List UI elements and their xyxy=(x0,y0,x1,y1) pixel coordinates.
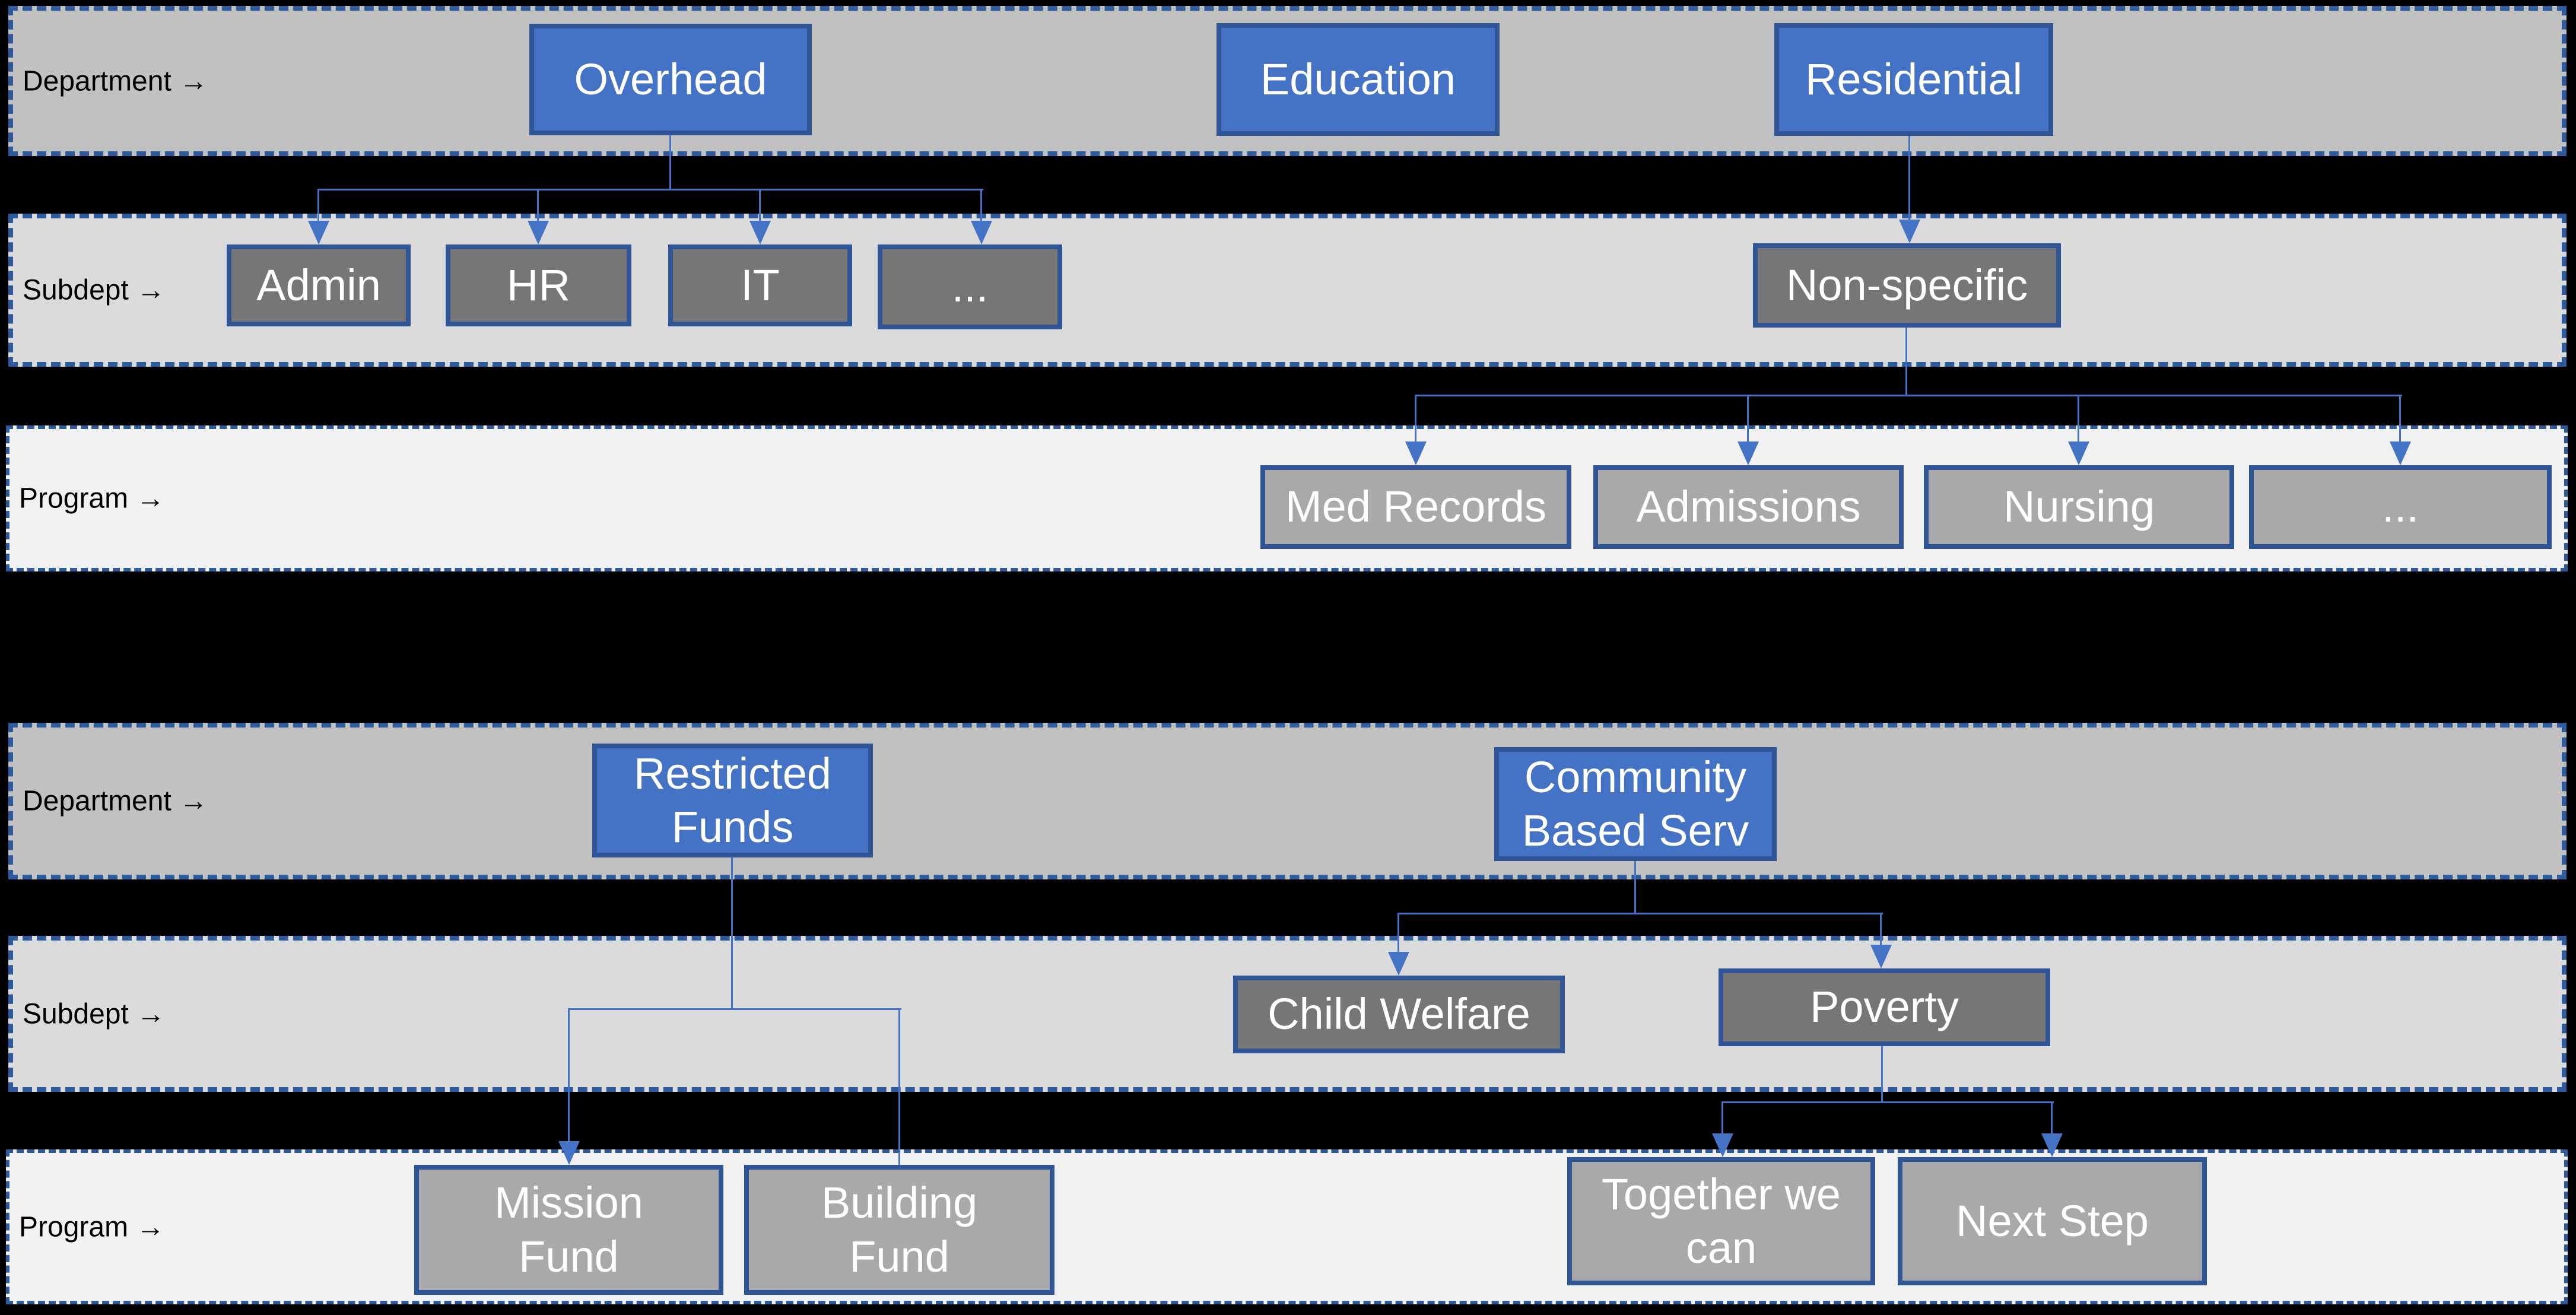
node-child-welfare[interactable]: Child Welfare xyxy=(1233,976,1565,1053)
connector-drop-together-we-can xyxy=(1721,1101,1723,1135)
connector-overhead-hbar xyxy=(319,189,983,190)
arrowhead-poverty xyxy=(1870,945,1892,968)
node-admin[interactable]: Admin xyxy=(227,244,411,326)
node-nonspecific-label: Non-specific xyxy=(1786,260,2028,310)
arrowhead-med-records xyxy=(1405,441,1427,465)
connector-overhead-feed xyxy=(669,135,671,190)
node-next-step-label: Next Step xyxy=(1956,1196,2149,1246)
arrowhead-hr xyxy=(528,221,549,244)
connector-cbs-hbar xyxy=(1399,913,1883,914)
row-label-program-top: Program → xyxy=(19,482,165,514)
arrowhead-admissions xyxy=(1738,441,1759,465)
node-education-label: Education xyxy=(1260,54,1456,104)
node-child-welfare-label: Child Welfare xyxy=(1268,989,1530,1039)
node-nursing-label: Nursing xyxy=(2003,482,2155,532)
node-education[interactable]: Education xyxy=(1216,23,1500,136)
connector-drop-it xyxy=(759,189,761,223)
connector-restricted-feed xyxy=(731,857,733,1009)
node-building-fund-label: Building Fund xyxy=(821,1178,978,1281)
arrowhead-next-step xyxy=(2041,1133,2063,1157)
node-mission-fund-label: Mission Fund xyxy=(494,1178,643,1281)
connector-drop-subdept-more xyxy=(980,189,982,223)
arrowhead-it xyxy=(749,221,771,244)
node-community-based-serv-label: Community Based Serv xyxy=(1522,752,1749,855)
node-next-step[interactable]: Next Step xyxy=(1898,1157,2207,1285)
connector-restricted-hbar xyxy=(569,1008,901,1010)
node-poverty-label: Poverty xyxy=(1810,982,1959,1032)
row-label-department-top: Department → xyxy=(23,65,208,97)
row-label-subdept-bottom: Subdept → xyxy=(23,998,166,1030)
arrowhead-mission-fund xyxy=(558,1141,580,1165)
node-restricted-funds-label: Restricted Funds xyxy=(633,748,832,852)
arrowhead-child-welfare xyxy=(1388,952,1409,976)
connector-drop-admin xyxy=(317,189,319,223)
arrowhead-program-more xyxy=(2390,441,2411,465)
node-overhead[interactable]: Overhead xyxy=(529,24,812,135)
band-subdept-top[interactable]: Subdept → xyxy=(8,214,2567,367)
connector-drop-program-more xyxy=(2399,395,2401,443)
node-program-more-label: ... xyxy=(2382,482,2419,532)
connector-drop-child-welfare xyxy=(1397,913,1399,953)
node-poverty[interactable]: Poverty xyxy=(1719,968,2050,1046)
connector-drop-poverty xyxy=(1880,913,1882,946)
connector-nonspecific-hbar xyxy=(1416,395,2402,396)
connector-cbs-feed xyxy=(1634,861,1636,914)
connector-nonspecific-feed xyxy=(1905,328,1907,396)
row-label-department-bottom: Department → xyxy=(23,785,208,817)
node-overhead-label: Overhead xyxy=(574,54,767,104)
arrowhead-admin xyxy=(308,221,329,244)
arrowhead-nonspecific xyxy=(1899,220,1920,243)
connector-drop-med-records xyxy=(1415,395,1416,443)
node-it-label: IT xyxy=(741,260,780,310)
connector-drop-nursing xyxy=(2078,395,2079,443)
node-subdept-more-label: ... xyxy=(951,262,989,312)
node-nursing[interactable]: Nursing xyxy=(1924,465,2234,549)
node-mission-fund[interactable]: Mission Fund xyxy=(414,1165,723,1295)
row-label-program-bottom: Program → xyxy=(19,1211,165,1243)
node-community-based-serv[interactable]: Community Based Serv xyxy=(1494,747,1777,861)
arrowhead-subdept-more xyxy=(971,221,992,244)
connector-poverty-feed xyxy=(1881,1046,1883,1103)
node-hr[interactable]: HR xyxy=(446,244,631,326)
connector-poverty-hbar xyxy=(1723,1101,2054,1103)
node-subdept-more[interactable]: ... xyxy=(878,244,1062,329)
node-it[interactable]: IT xyxy=(668,244,852,326)
node-admin-label: Admin xyxy=(256,260,381,310)
connector-drop-building-fund xyxy=(898,1008,900,1165)
connector-drop-admissions xyxy=(1747,395,1749,443)
arrowhead-nursing xyxy=(2068,441,2089,465)
arrowhead-together-we-can xyxy=(1712,1133,1733,1157)
node-med-records-label: Med Records xyxy=(1285,482,1547,532)
connector-drop-mission-fund xyxy=(568,1008,570,1142)
row-label-subdept-top: Subdept → xyxy=(23,274,166,306)
node-together-we-can-label: Together we can xyxy=(1601,1169,1841,1272)
node-hr-label: HR xyxy=(507,260,570,310)
node-residential-label: Residential xyxy=(1805,54,2023,104)
band-department-bottom[interactable]: Department → xyxy=(8,723,2567,879)
node-nonspecific[interactable]: Non-specific xyxy=(1753,243,2061,328)
connector-drop-next-step xyxy=(2051,1101,2053,1135)
node-admissions-label: Admissions xyxy=(1636,482,1861,532)
node-residential[interactable]: Residential xyxy=(1774,23,2053,136)
connector-residential-nonspecific xyxy=(1908,136,1910,220)
connector-drop-hr xyxy=(537,189,539,223)
node-together-we-can[interactable]: Together we can xyxy=(1567,1157,1875,1285)
node-program-more[interactable]: ... xyxy=(2249,465,2552,549)
node-med-records[interactable]: Med Records xyxy=(1260,465,1571,549)
node-building-fund[interactable]: Building Fund xyxy=(744,1165,1054,1295)
node-admissions[interactable]: Admissions xyxy=(1593,465,1904,549)
node-restricted-funds[interactable]: Restricted Funds xyxy=(592,744,873,857)
